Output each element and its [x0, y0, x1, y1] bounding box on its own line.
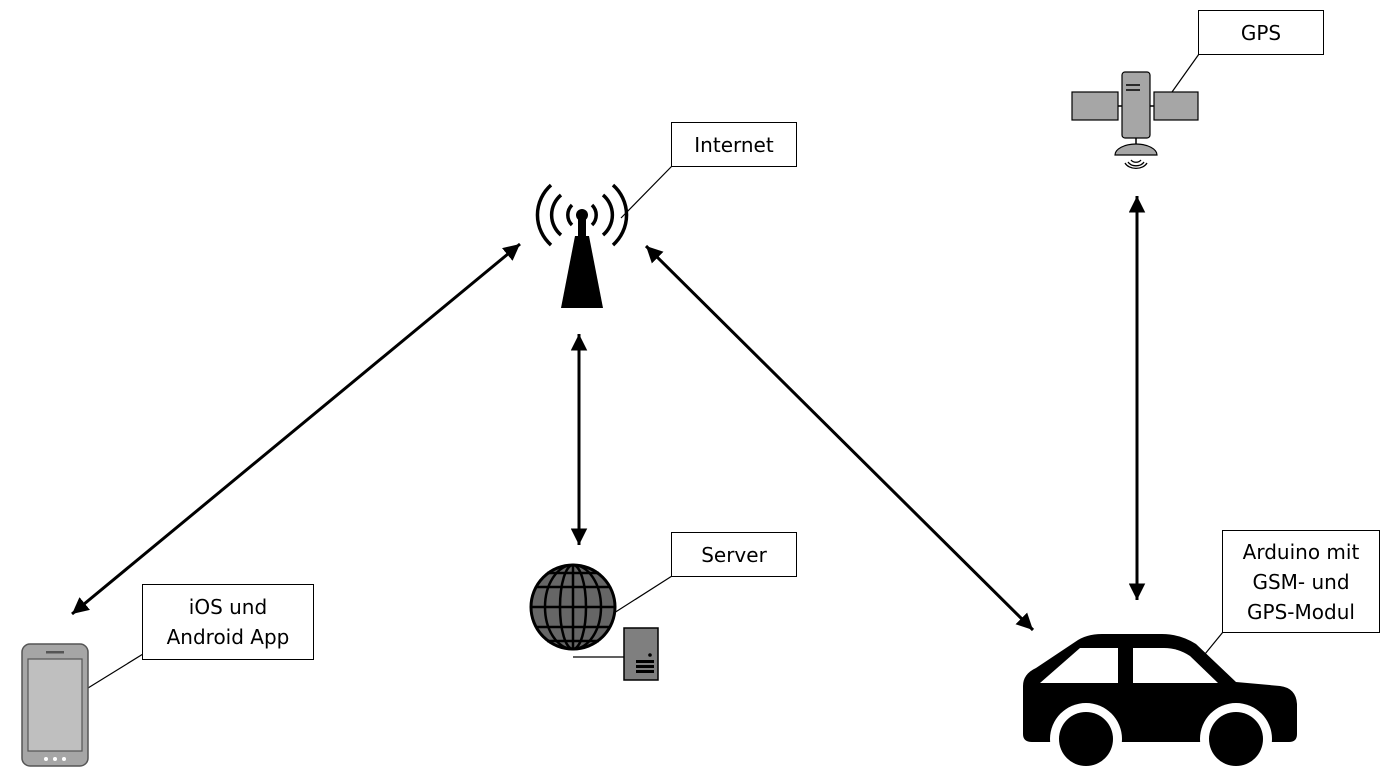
car-icon: [1023, 634, 1297, 775]
satellite-icon: [1071, 71, 1199, 170]
callout-line-server: [613, 575, 673, 614]
arrow-internet-car: [644, 244, 1035, 632]
cell-tower-icon: [535, 183, 629, 308]
label-app: iOS und Android App: [142, 584, 314, 660]
label-car: Arduino mit GSM- und GPS-Modul: [1222, 530, 1380, 633]
callout-line-internet: [620, 165, 673, 219]
label-gps: GPS: [1198, 10, 1324, 55]
smartphone-icon: [21, 643, 89, 767]
globe-server-icon: [529, 563, 659, 681]
label-internet: Internet: [671, 122, 797, 167]
callout-line-app: [87, 653, 144, 689]
arrow-app-internet: [71, 242, 521, 616]
label-server: Server: [671, 532, 797, 577]
callout-line-car: [1204, 631, 1224, 655]
callout-line-gps: [1171, 53, 1200, 93]
